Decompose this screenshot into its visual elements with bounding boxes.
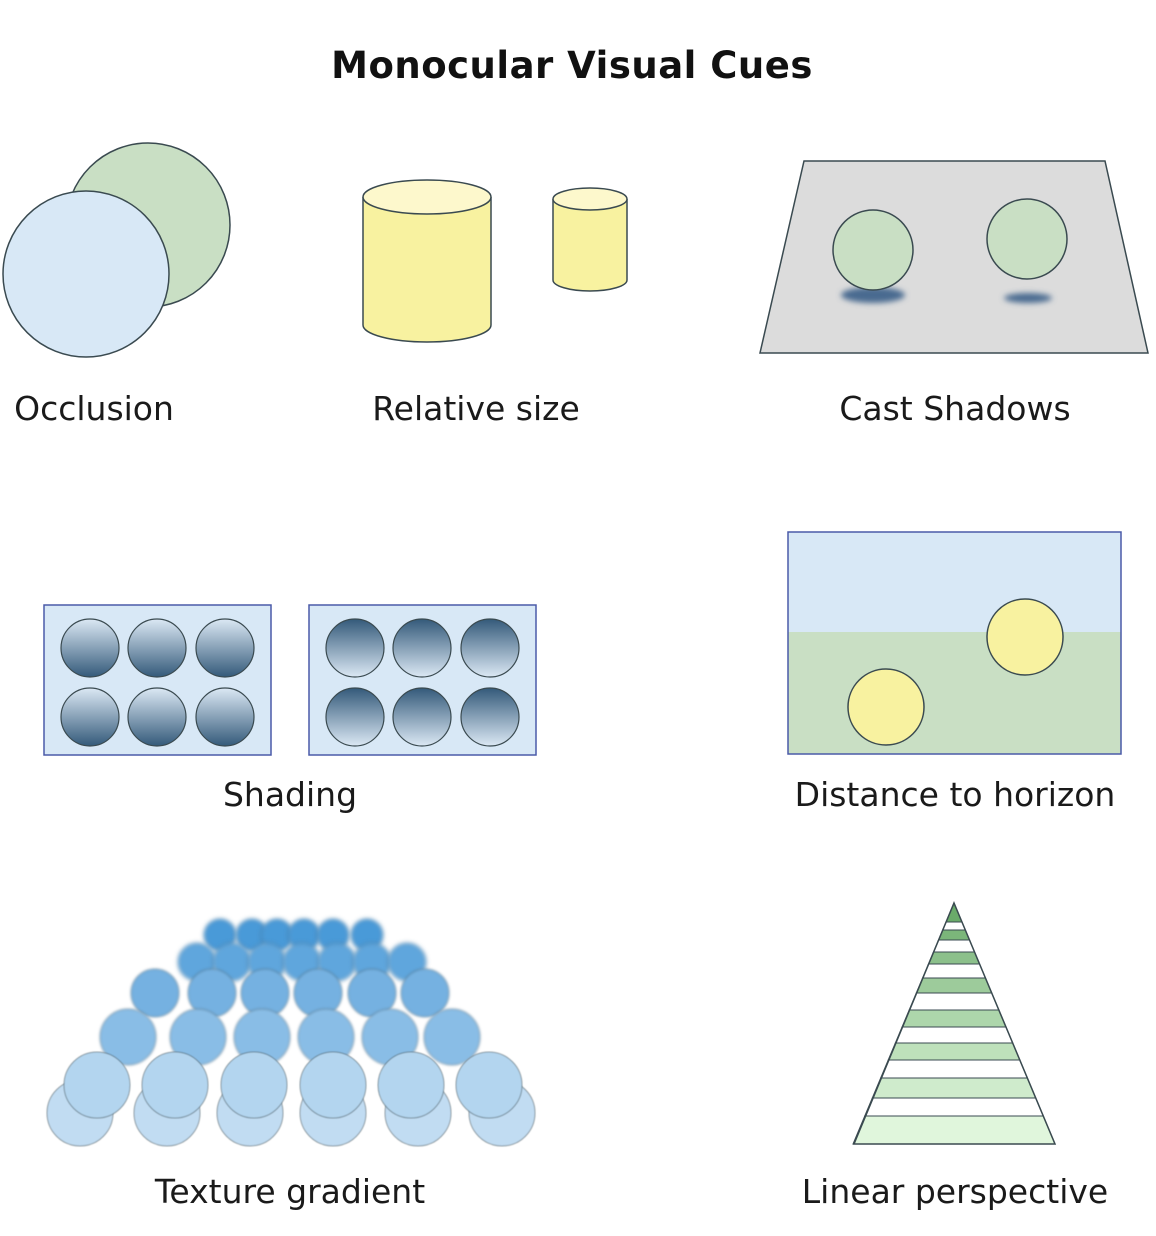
front-circle xyxy=(2,190,170,358)
shading-ball-lit-from-bottom xyxy=(325,618,385,678)
pyramid-stripe-colored xyxy=(887,1042,1021,1061)
cast-shadows-figure xyxy=(759,160,1149,354)
label-cast-shadows: Cast Shadows xyxy=(839,389,1071,428)
pyramid-stripe-colored xyxy=(852,1115,1056,1145)
ball-far xyxy=(986,598,1064,676)
shading-ball-lit-from-top xyxy=(127,687,187,747)
shading-ball-lit-from-top xyxy=(195,618,255,678)
ground-plane xyxy=(759,160,1149,354)
pyramid-stripe-white xyxy=(894,1026,1014,1044)
pyramid-stripe-white xyxy=(908,992,1000,1011)
pyramid-stripe-white xyxy=(879,1059,1029,1079)
shadow-far xyxy=(1004,293,1052,303)
texture-ball xyxy=(299,1051,367,1119)
texture-ball xyxy=(63,1051,131,1119)
sphere-far xyxy=(986,198,1068,280)
shading-ball-lit-from-top xyxy=(60,687,120,747)
small-cylinder xyxy=(552,187,628,292)
label-relative-size: Relative size xyxy=(372,389,580,428)
linear-perspective-figure xyxy=(852,901,1057,1145)
shading-ball-lit-from-bottom xyxy=(392,618,452,678)
label-occlusion: Occlusion xyxy=(14,389,174,428)
pyramid-stripe-white xyxy=(932,939,976,953)
shading-ball-lit-from-top xyxy=(195,687,255,747)
texture-ball xyxy=(400,968,450,1018)
shading-ball-lit-from-bottom xyxy=(460,687,520,747)
page-title: Monocular Visual Cues xyxy=(331,44,813,87)
texture-ball xyxy=(220,1051,288,1119)
shading-ball-lit-from-bottom xyxy=(460,618,520,678)
sphere-near xyxy=(832,209,914,291)
ball-near xyxy=(847,668,925,746)
shading-figure xyxy=(43,604,537,756)
label-texture-gradient: Texture gradient xyxy=(154,1172,426,1211)
pyramid-stripe-colored xyxy=(945,901,963,923)
texture-ball xyxy=(455,1051,523,1119)
occlusion-figure xyxy=(2,142,231,358)
horizon-frame xyxy=(787,531,1122,755)
label-distance-to-horizon: Distance to horizon xyxy=(794,775,1116,814)
large-cylinder xyxy=(362,179,492,343)
texture-ball xyxy=(423,1008,481,1066)
texture-ball xyxy=(99,1008,157,1066)
pyramid-stripe-colored xyxy=(915,977,993,994)
pyramid-stripe-colored xyxy=(901,1009,1007,1028)
shading-ball-lit-from-top xyxy=(60,618,120,678)
texture-gradient-figure xyxy=(46,918,536,1147)
ground xyxy=(788,632,1121,754)
texture-ball xyxy=(377,1051,445,1119)
texture-ball xyxy=(130,968,180,1018)
shading-ball-lit-from-top xyxy=(127,618,187,678)
pyramid-stripe-white xyxy=(921,963,987,979)
pyramid-stripe-colored xyxy=(927,951,981,965)
pyramid-stripe-white xyxy=(863,1097,1045,1117)
sky xyxy=(788,532,1121,633)
pyramid-outline xyxy=(852,901,1057,1145)
shading-ball-lit-from-bottom xyxy=(392,687,452,747)
texture-ball xyxy=(141,1051,209,1119)
shading-ball-lit-from-bottom xyxy=(325,687,385,747)
label-shading: Shading xyxy=(222,775,358,814)
pyramid-stripe-colored xyxy=(871,1077,1037,1099)
relative-size-figure xyxy=(362,179,628,343)
label-linear-perspective: Linear perspective xyxy=(801,1172,1109,1211)
pyramid-stripe-colored xyxy=(937,929,971,941)
shadow-near xyxy=(841,287,905,303)
distance-to-horizon-figure xyxy=(787,531,1122,755)
